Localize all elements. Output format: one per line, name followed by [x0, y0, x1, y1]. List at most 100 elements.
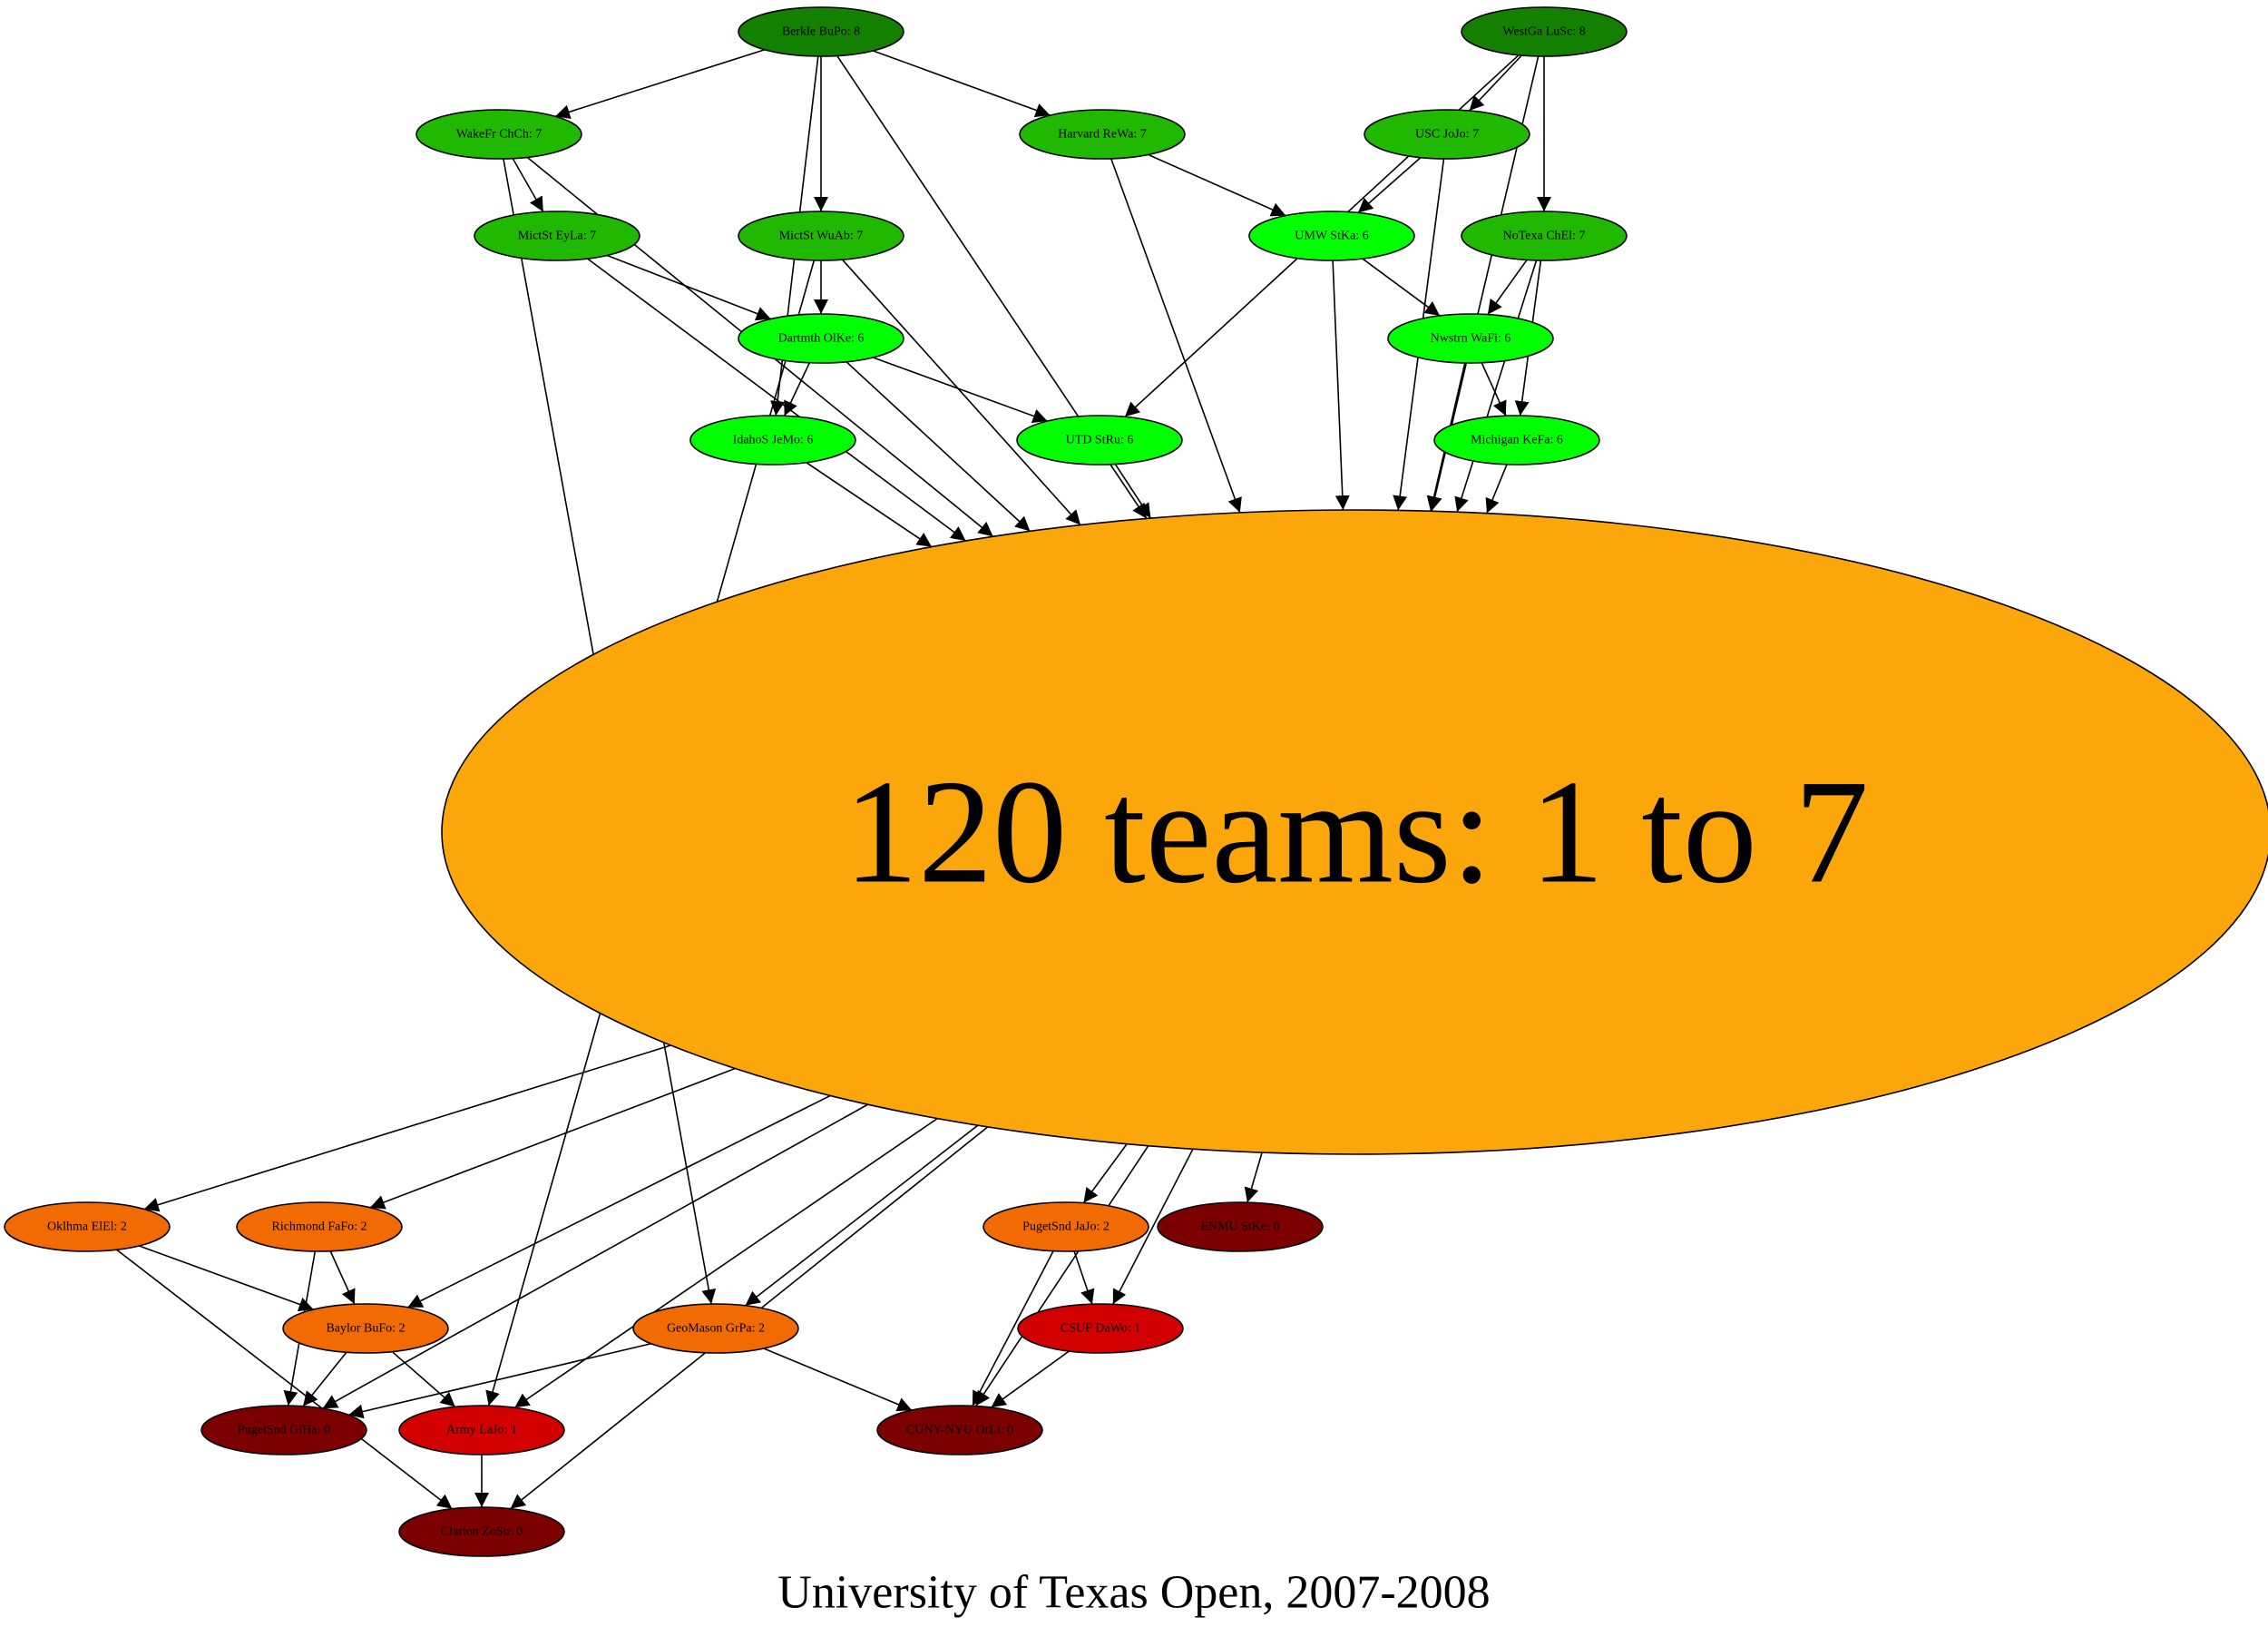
node-shape-idahos [689, 415, 856, 466]
edge-idahos-to-group [806, 462, 933, 548]
node-nwstrn: Nwstrn WaFi: 6 [1387, 313, 1554, 364]
node-shape-westga [1461, 6, 1628, 57]
node-westga: WestGa LuSc: 8 [1461, 6, 1628, 57]
edge-csuf-to-cuny [991, 1350, 1070, 1408]
edge-pugetsnd_jajo-to-csuf [1073, 1250, 1095, 1305]
node-geomason: GeoMason GrPa: 2 [632, 1303, 799, 1354]
node-shape-notexa [1461, 211, 1628, 261]
node-shape-wakefr [415, 109, 582, 160]
node-clarion: Clarion ZoSu: 0 [398, 1506, 565, 1557]
node-shape-clarion [398, 1506, 565, 1557]
node-group: 120 teams: 1 to 7 [441, 509, 2268, 1155]
node-label-usc: USC JoJo: 7 [1415, 128, 1479, 142]
node-shape-mictst_wuab [738, 211, 904, 261]
edge-notexa-to-group [1454, 260, 1538, 513]
edge-wakefr-to-mictst_eyla [512, 158, 544, 212]
node-label-utd: UTD StRu: 6 [1066, 434, 1134, 447]
node-label-michigan: Michigan KeFa: 6 [1471, 434, 1563, 447]
node-idahos: IdahoS JeMo: 6 [689, 415, 856, 466]
edge-group-to-cuny [974, 1145, 1149, 1406]
node-shape-baylor [282, 1303, 449, 1354]
edge-baylor-to-army [391, 1350, 456, 1408]
node-shape-geomason [632, 1303, 799, 1354]
node-harvard: Harvard ReWa: 7 [1019, 109, 1186, 160]
node-shape-utd [1016, 415, 1183, 466]
edge-westga-to-usc [1469, 54, 1522, 112]
edge-dartmth-to-idahos [783, 362, 811, 417]
edge-group-to-enmu [1244, 1152, 1263, 1203]
edge-group-to-richmond [369, 1067, 736, 1210]
edge-harvard-to-umw [1148, 153, 1286, 217]
node-label-baylor: Baylor BuFo: 2 [326, 1322, 405, 1336]
node-shape-nwstrn [1387, 313, 1554, 364]
node-baylor: Baylor BuFo: 2 [282, 1303, 449, 1354]
node-army: Army LaJo: 1 [398, 1405, 565, 1455]
node-shape-mictst_eyla [474, 211, 640, 261]
node-umw: UMW StKa: 6 [1248, 211, 1415, 261]
node-label-richmond: Richmond FaFo: 2 [271, 1220, 367, 1234]
edge-oklhma-to-clarion [116, 1249, 453, 1510]
node-shape-group [441, 509, 2268, 1155]
node-csuf: CSUF DaWo: 1 [1017, 1303, 1184, 1354]
node-label-mictst_eyla: MictSt EyLa: 7 [518, 230, 596, 243]
node-label-pugetsnd_jajo: PugetSnd JaJo: 2 [1022, 1220, 1110, 1234]
edge-mictst_eyla-to-group [587, 258, 967, 542]
node-utd: UTD StRu: 6 [1016, 415, 1183, 466]
node-pugetsnd_jajo: PugetSnd JaJo: 2 [982, 1201, 1149, 1252]
node-berkle: Berkle BuPo: 8 [738, 6, 904, 57]
edge-pugetsnd_jajo-to-cuny [972, 1250, 1054, 1406]
edge-baylor-to-pugetsnd_gi [302, 1351, 347, 1407]
edge-harvard-to-group [1110, 158, 1242, 514]
node-enmu: ENMU StKe: 0 [1157, 1201, 1324, 1252]
edge-group-to-geomason [745, 1124, 979, 1307]
node-mictst_eyla: MictSt EyLa: 7 [474, 211, 640, 261]
edge-dartmth-to-group [846, 361, 1031, 532]
node-shape-harvard [1019, 109, 1186, 160]
node-label-nwstrn: Nwstrn WaFi: 6 [1431, 332, 1511, 346]
node-notexa: NoTexa ChEl: 7 [1461, 211, 1628, 261]
edge-mictst_eyla-to-dartmth [606, 254, 772, 321]
edge-dartmth-to-utd [873, 357, 1048, 424]
node-mictst_wuab: MictSt WuAb: 7 [738, 211, 904, 261]
edge-group-to-pugetsnd_gi [322, 1103, 869, 1409]
node-shape-oklhma [4, 1201, 171, 1252]
node-label-oklhma: Oklhma ElEl: 2 [47, 1220, 127, 1234]
node-shape-enmu [1157, 1201, 1324, 1252]
node-label-pugetsnd_gi: PugetSnd GiHa: 0 [238, 1424, 330, 1437]
node-shape-cuny [876, 1405, 1043, 1455]
edge-berkle-to-harvard [873, 50, 1051, 118]
edge-berkle-to-wakefr [554, 48, 766, 120]
edge-notexa-to-nwstrn [1487, 259, 1528, 316]
edge-group-to-army [513, 1117, 938, 1408]
node-wakefr: WakeFr ChCh: 7 [415, 109, 582, 160]
node-shape-michigan [1433, 415, 1600, 466]
edge-nwstrn-to-michigan [1481, 362, 1507, 417]
node-label-cuny: CUNY-NYU OrLi: 0 [906, 1424, 1013, 1437]
node-label-wakefr: WakeFr ChCh: 7 [456, 128, 543, 142]
edge-umw-to-group [1332, 260, 1350, 511]
node-label-notexa: NoTexa ChEl: 7 [1503, 230, 1586, 243]
node-usc: USC JoJo: 7 [1364, 109, 1530, 160]
node-label-csuf: CSUF DaWo: 1 [1061, 1322, 1140, 1336]
node-label-mictst_wuab: MictSt WuAb: 7 [779, 230, 864, 243]
graph-caption: University of Texas Open, 2007-2008 [777, 1567, 1490, 1619]
node-dartmth: Dartmth OlKe: 6 [738, 313, 904, 364]
edge-group-to-csuf [1112, 1148, 1194, 1305]
node-label-umw: UMW StKa: 6 [1295, 230, 1368, 243]
node-cuny: CUNY-NYU OrLi: 0 [876, 1405, 1043, 1455]
node-label-harvard: Harvard ReWa: 7 [1058, 128, 1147, 142]
edge-group-to-oklhma [143, 1044, 671, 1212]
edge-group-to-baylor [407, 1094, 831, 1308]
node-richmond: Richmond FaFo: 2 [236, 1201, 403, 1252]
edge-utd-to-group [1114, 464, 1152, 519]
node-label-army: Army LaJo: 1 [446, 1424, 517, 1437]
node-label-westga: WestGa LuSc: 8 [1502, 25, 1585, 39]
node-shape-pugetsnd_jajo [982, 1201, 1149, 1252]
node-label-enmu: ENMU StKe: 0 [1200, 1220, 1279, 1234]
edge-michigan-to-group [1485, 464, 1508, 514]
edge-group-to-pugetsnd_jajo [1082, 1143, 1128, 1204]
node-label-berkle: Berkle BuPo: 8 [782, 25, 860, 39]
node-layer: Berkle BuPo: 8 WestGa LuSc: 8 WakeFr ChCh:… [4, 6, 2268, 1557]
node-label-clarion: Clarion ZoSu: 0 [441, 1525, 523, 1539]
